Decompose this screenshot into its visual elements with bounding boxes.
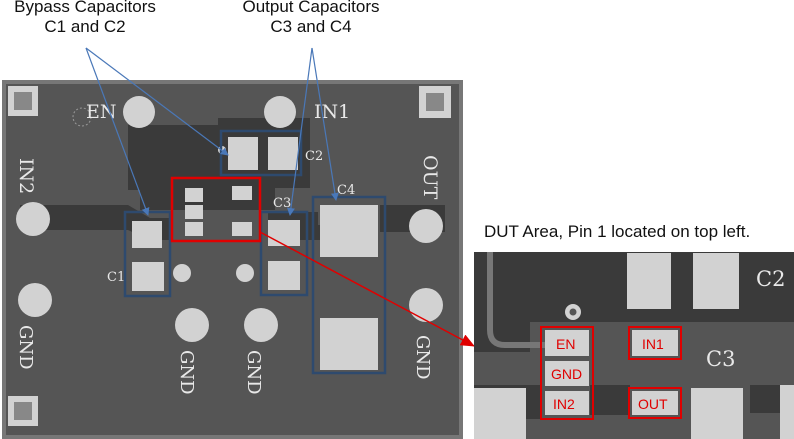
test-point-gnd-center-right bbox=[244, 308, 278, 342]
zoom-in1-box bbox=[628, 326, 682, 360]
mounting-hole-top-right bbox=[426, 93, 444, 111]
silkscreen-labels: EN IN1 IN2 OUT C1 C2 C3 C4 GND GND GND G… bbox=[15, 101, 441, 395]
highlight-box-c4 bbox=[311, 195, 387, 375]
zoom-pin-highlights bbox=[540, 326, 682, 420]
zoom-pad-in2-side bbox=[474, 388, 526, 439]
zoom-pad-right-edge bbox=[780, 385, 794, 439]
zoom-label-in2: IN2 bbox=[553, 396, 575, 412]
silk-label-out: OUT bbox=[419, 155, 441, 200]
output-caption-line2: C3 and C4 bbox=[270, 17, 352, 36]
c1-pad-bottom bbox=[132, 262, 164, 291]
output-capacitors-caption: Output Capacitors C3 and C4 bbox=[226, 0, 396, 37]
c4-pad-top bbox=[320, 205, 378, 257]
arrow-to-c3 bbox=[286, 47, 313, 216]
test-point-gnd-left bbox=[18, 283, 52, 317]
zoom-pad-c2-right bbox=[693, 253, 739, 309]
silk-label-c3: C3 bbox=[273, 196, 291, 211]
dut-pad-out bbox=[232, 222, 252, 236]
zoom-out-box bbox=[628, 387, 682, 419]
output-caption-line1: Output Capacitors bbox=[242, 0, 380, 16]
mounting-hole-bottom-left bbox=[14, 402, 32, 420]
zoom-trace bbox=[487, 252, 545, 348]
zoom-pin-gnd bbox=[545, 361, 589, 386]
c4-pad-bottom bbox=[320, 318, 378, 370]
test-point-en bbox=[123, 96, 155, 128]
test-point-out bbox=[409, 209, 443, 243]
arrow-to-c4 bbox=[311, 47, 339, 201]
silk-label-gnd-center-left: GND bbox=[176, 350, 197, 395]
c2-pad-left bbox=[228, 137, 258, 170]
c1-pad-top bbox=[132, 221, 162, 248]
bypass-capacitors-caption: Bypass Capacitors C1 and C2 bbox=[0, 0, 170, 37]
dut-pad-in1 bbox=[232, 186, 252, 200]
highlight-box-c3 bbox=[259, 210, 309, 297]
zoom-left-pins-box bbox=[540, 326, 594, 420]
silk-label-c2: C2 bbox=[305, 149, 323, 164]
zoom-pin1-dot-hole bbox=[569, 308, 577, 316]
capacitor-highlight-boxes bbox=[123, 129, 387, 375]
arrow-to-c1 bbox=[85, 47, 150, 216]
silk-label-in1: IN1 bbox=[314, 101, 350, 123]
dut-pad-in2 bbox=[185, 222, 203, 236]
silk-label-c4: C4 bbox=[337, 183, 355, 198]
dut-area-caption: DUT Area, Pin 1 located on top left. bbox=[484, 222, 751, 241]
dut-area-highlight-box bbox=[170, 176, 262, 243]
arrow-to-c2 bbox=[85, 47, 229, 156]
silk-label-gnd-right: GND bbox=[412, 335, 433, 380]
c3-pad-bottom bbox=[268, 261, 300, 290]
zoom-silk-c3: C3 bbox=[706, 347, 735, 371]
zoom-pad-c2-left bbox=[627, 253, 671, 309]
test-point-in1 bbox=[264, 96, 296, 128]
component-pads bbox=[132, 137, 378, 370]
bypass-caption-line2: C1 and C2 bbox=[44, 17, 126, 36]
bypass-caption-line1: Bypass Capacitors bbox=[14, 0, 156, 16]
test-point-in2 bbox=[16, 202, 50, 236]
test-point-gnd-right bbox=[409, 288, 443, 322]
dut-zoom-inset: C2 C3 EN GND IN2 IN1 OUT bbox=[474, 252, 794, 439]
zoom-label-out: OUT bbox=[638, 396, 668, 412]
zoom-pads bbox=[474, 253, 794, 439]
zoom-pad-out-side bbox=[691, 388, 743, 439]
zoom-silk-c2: C2 bbox=[756, 267, 785, 291]
zoom-pin-en bbox=[545, 330, 589, 356]
test-point-gnd-center-left bbox=[175, 308, 209, 342]
zoom-label-en: EN bbox=[556, 336, 575, 352]
zoom-label-in1: IN1 bbox=[642, 336, 664, 352]
via-right bbox=[236, 264, 254, 282]
zoom-pin-in2 bbox=[545, 391, 589, 415]
c3-pad-top bbox=[268, 220, 300, 246]
silk-label-en: EN bbox=[86, 101, 117, 123]
silk-label-c1: C1 bbox=[107, 270, 125, 285]
zoom-pin-out bbox=[632, 391, 678, 415]
c2-pad-right bbox=[268, 137, 298, 170]
zoom-label-gnd: GND bbox=[551, 366, 582, 382]
via-left bbox=[173, 264, 191, 282]
arrow-to-dut-zoom bbox=[259, 231, 475, 347]
pin1-marker-circle bbox=[72, 107, 92, 127]
dut-pad-en bbox=[185, 188, 203, 202]
callout-arrows bbox=[85, 47, 339, 216]
mounting-hole-top-left bbox=[14, 92, 32, 110]
silk-label-gnd-left: GND bbox=[15, 325, 36, 370]
zoom-pin-in1 bbox=[632, 330, 678, 356]
silk-label-gnd-center-right: GND bbox=[243, 350, 264, 395]
pcb-board: EN IN1 IN2 OUT C1 C2 C3 C4 GND GND GND G… bbox=[2, 80, 463, 439]
silk-label-in2: IN2 bbox=[15, 158, 37, 194]
zoom-pin-labels: EN GND IN2 IN1 OUT bbox=[551, 336, 668, 412]
mounting-pads bbox=[8, 86, 451, 426]
dut-pad-gnd bbox=[185, 205, 203, 219]
